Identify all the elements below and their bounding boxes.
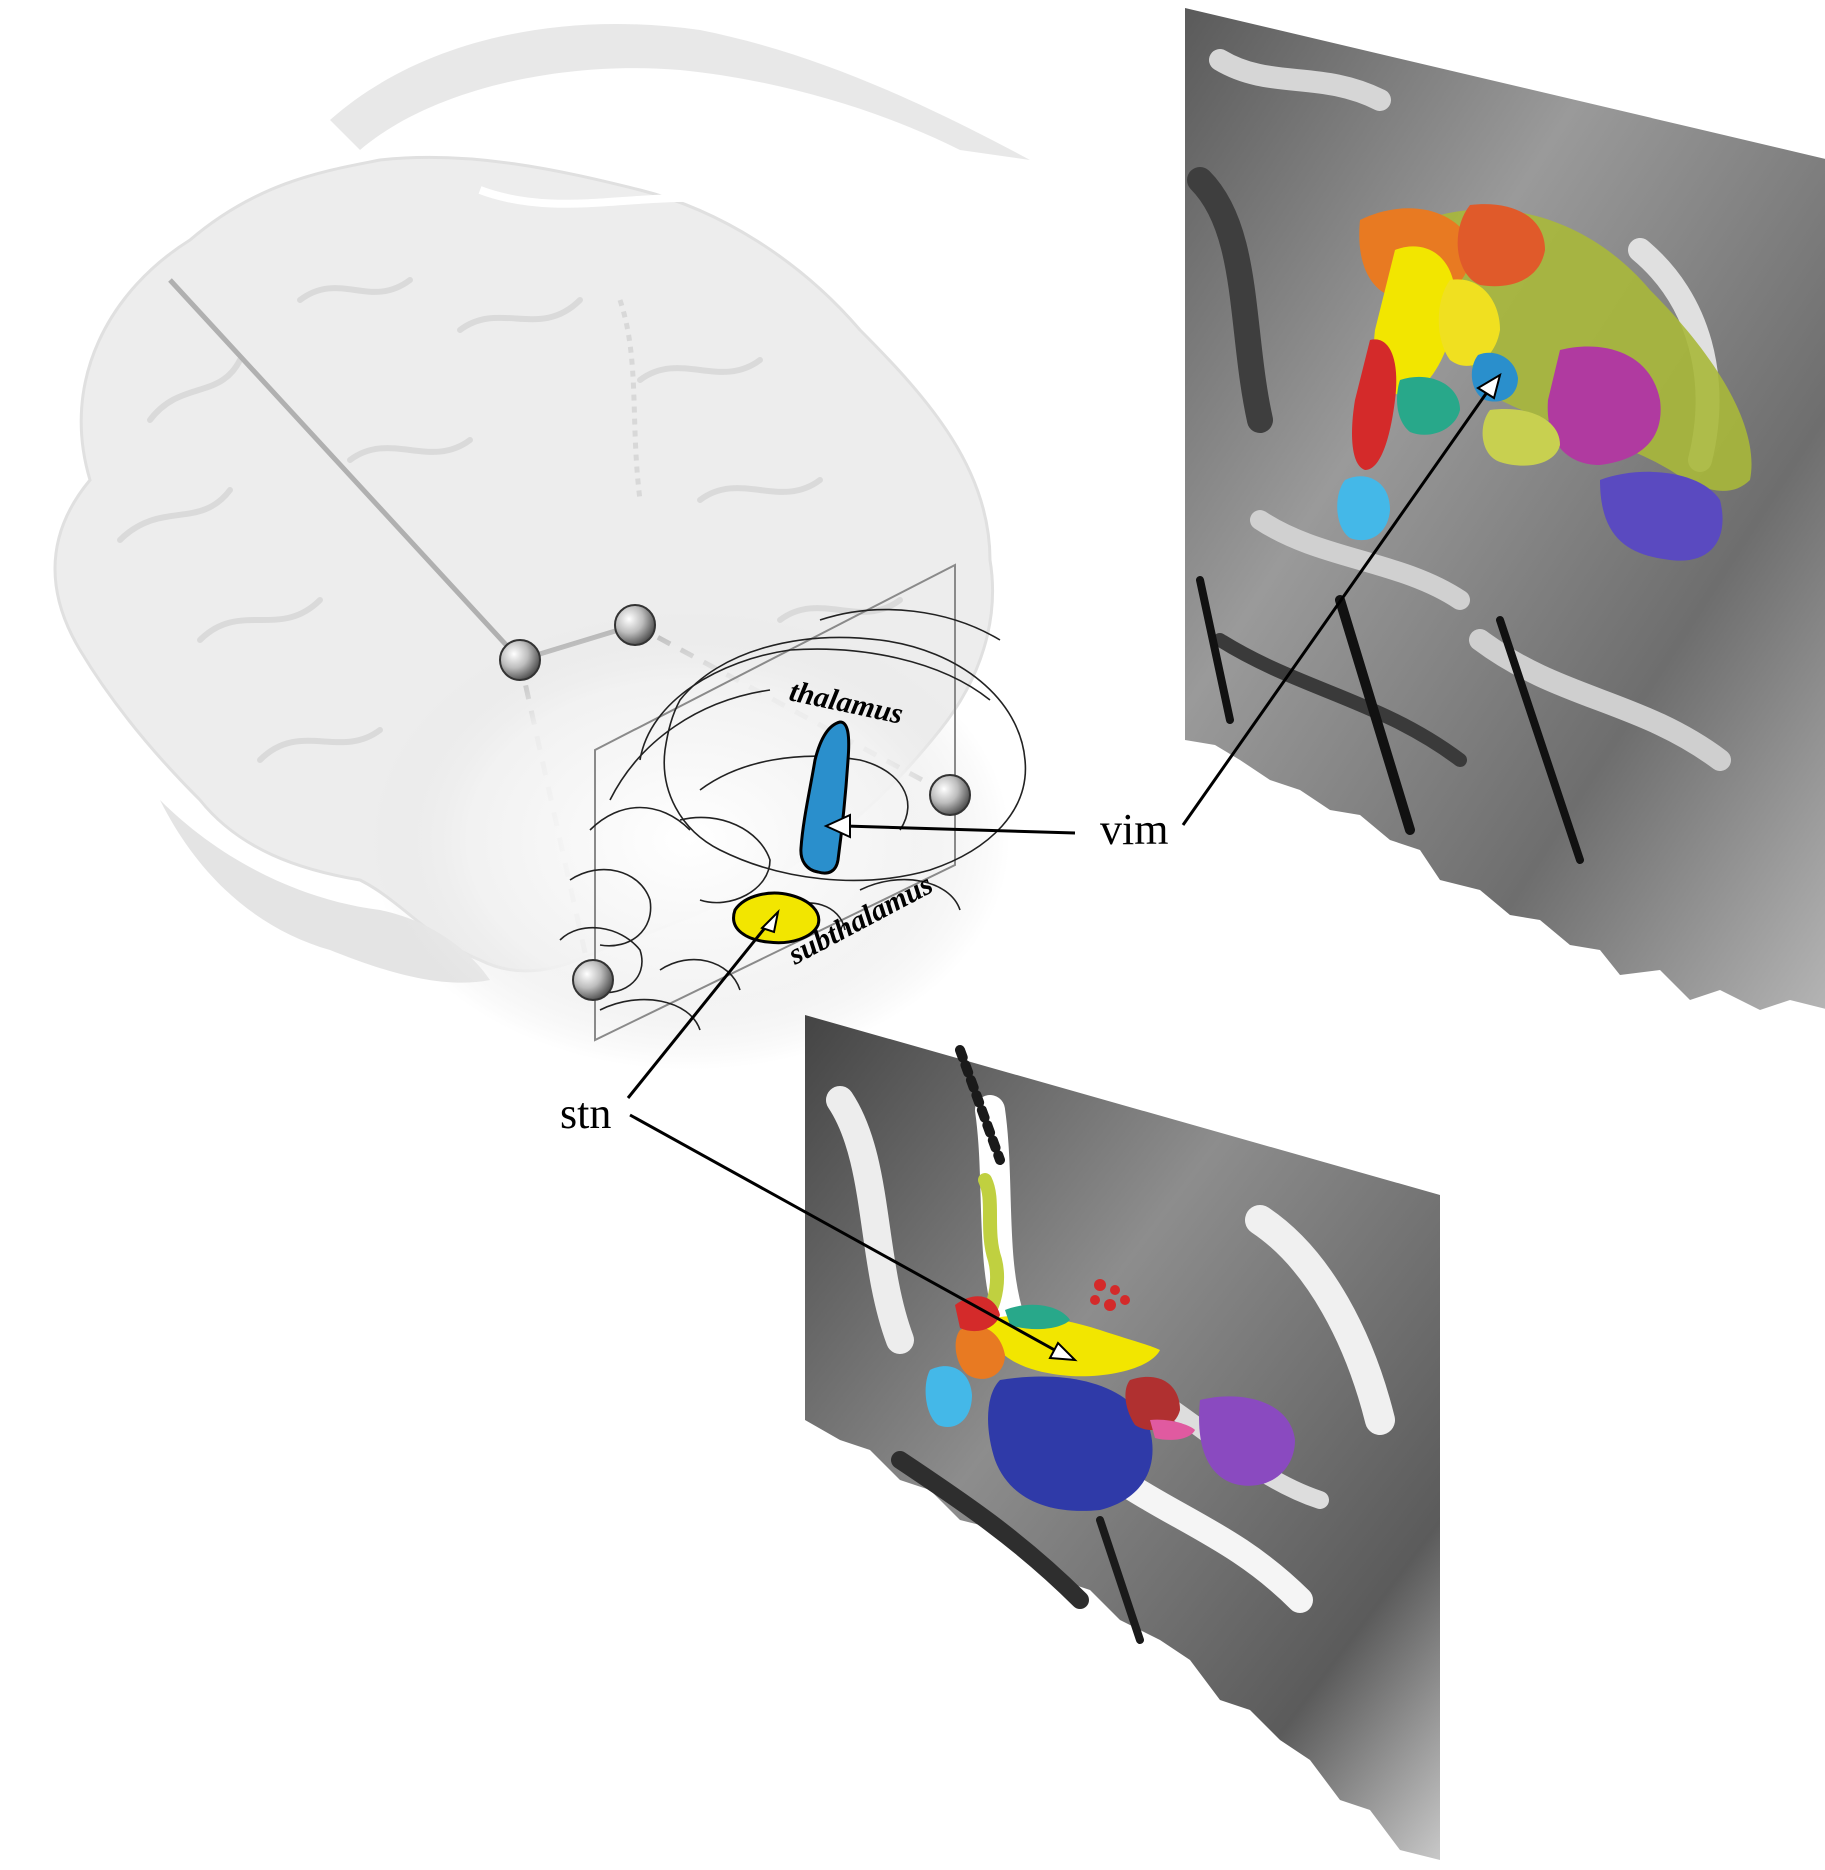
stn-pointer-arrowhead [760,908,780,934]
mri-slice-vim [1185,8,1825,1010]
vim-structure [799,720,851,875]
mri-panel-vim [1185,8,1825,1010]
vim-mri-arrowhead [1476,372,1502,400]
atlas-slice-plane [594,563,956,1042]
thalamus-contour [663,636,1027,882]
skull-cap [330,24,1030,160]
vim-pointer-arrowhead [823,813,851,839]
sphere-marker [572,959,614,1001]
thalamic-nuclei-cluster [1337,204,1752,561]
sphere-marker [614,604,656,646]
stn-mri-arrowhead [1048,1341,1078,1362]
atlas-slice-halo [370,610,1010,1070]
midline-fissure [617,299,643,501]
subthalamic-nuclei-cluster [925,1173,1295,1511]
gyri-texture [117,277,903,763]
sphere-marker [929,774,971,816]
vim-pointer [823,372,1502,839]
trajectory-line [168,278,522,662]
reference-spheres [499,604,971,1001]
central-sulcus [478,186,731,208]
stn-pointer [626,908,1078,1362]
sphere-marker [499,639,541,681]
mri-panel-stn [805,1015,1440,1860]
stn-label: stn [560,1089,611,1138]
vim-label: vim [1100,805,1168,854]
